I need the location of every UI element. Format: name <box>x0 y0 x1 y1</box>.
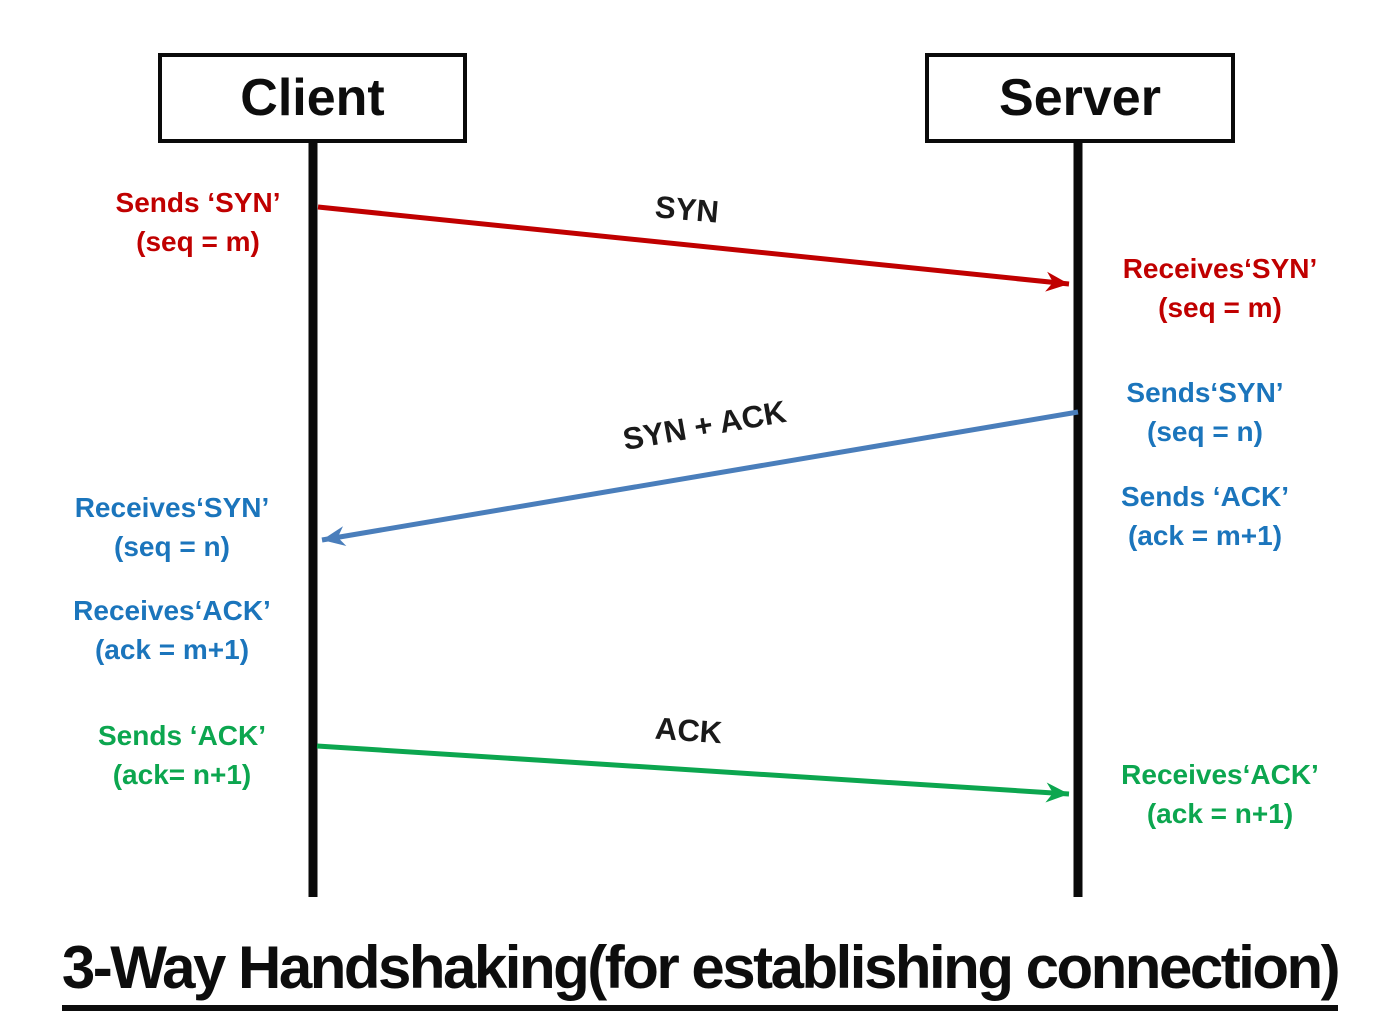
client-receives-syn-note: Receives‘SYN’ (seq = n) <box>52 489 292 566</box>
server-receives-syn-note: Receives‘SYN’ (seq = m) <box>1098 250 1342 327</box>
note-line2: (seq = n) <box>114 530 230 562</box>
syn-ack-arrow <box>321 409 1079 547</box>
syn-message-label: SYN <box>653 189 721 230</box>
server-entity-box: Server <box>925 53 1235 143</box>
note-line1: Receives‘ACK’ <box>73 595 271 626</box>
server-receives-ack-note: Receives‘ACK’ (ack = n+1) <box>1098 756 1342 833</box>
note-line2: (seq = n) <box>1147 415 1263 447</box>
note-line2: (ack= n+1) <box>112 758 252 790</box>
client-entity-box: Client <box>158 53 467 143</box>
note-line2: (ack = m+1) <box>1127 519 1283 551</box>
client-label: Client <box>240 69 385 127</box>
note-line1: Sends ‘ACK’ <box>97 720 267 751</box>
note-line1: Receives‘SYN’ <box>74 492 270 523</box>
client-sends-syn-note: Sends ‘SYN’ (seq = m) <box>88 184 308 261</box>
ack-arrow <box>316 743 1070 803</box>
note-line1: Receives‘ACK’ <box>1121 759 1319 790</box>
client-receives-ack-note: Receives‘ACK’ (ack = m+1) <box>52 592 292 669</box>
syn-arrow <box>317 204 1070 292</box>
server-sends-ack-note: Sends ‘ACK’ (ack = m+1) <box>1085 478 1325 555</box>
server-sends-syn-note: Sends‘SYN’ (seq = n) <box>1085 374 1325 451</box>
diagram-title-bar: 3-Way Handshaking(for establishing conne… <box>0 933 1400 1011</box>
note-line1: Sends‘SYN’ <box>1126 377 1284 408</box>
ack-message-label: ACK <box>653 710 724 751</box>
note-line1: Receives‘SYN’ <box>1122 253 1318 284</box>
note-line1: Sends ‘ACK’ <box>1120 481 1290 512</box>
note-line1: Sends ‘SYN’ <box>115 187 281 218</box>
note-line2: (seq = m) <box>1158 291 1282 323</box>
client-sends-ack-note: Sends ‘ACK’ (ack= n+1) <box>68 717 296 794</box>
note-line2: (ack = n+1) <box>1146 797 1294 829</box>
diagram-title: 3-Way Handshaking(for establishing conne… <box>61 933 1341 1011</box>
server-label: Server <box>999 69 1161 127</box>
note-line2: (ack = m+1) <box>94 633 250 665</box>
note-line2: (seq = m) <box>136 225 260 257</box>
